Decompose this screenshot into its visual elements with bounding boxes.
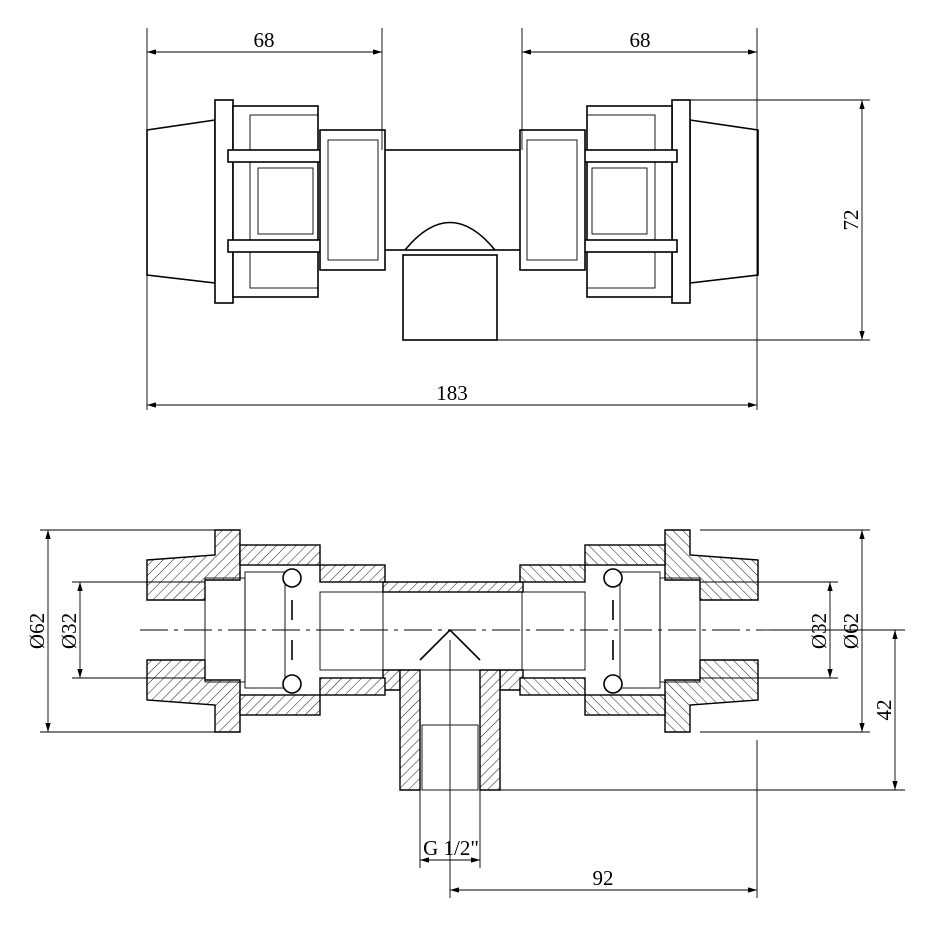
tee-body bbox=[382, 149, 524, 251]
top-view: 68 68 183 72 bbox=[146, 28, 870, 410]
dim-half-length: 92 bbox=[593, 866, 614, 890]
dim-right-outer-diameter: Ø62 bbox=[839, 613, 863, 649]
dim-left-outer-diameter: Ø62 bbox=[25, 613, 49, 649]
right-coupling bbox=[519, 99, 759, 304]
dim-height: 72 bbox=[839, 210, 863, 231]
dim-left-length: 68 bbox=[254, 28, 275, 52]
branch-outlet bbox=[402, 254, 498, 341]
section-view: Ø62 Ø32 Ø32 Ø62 42 G 1/2" 92 bbox=[25, 529, 905, 898]
dim-right-inner-diameter: Ø32 bbox=[807, 613, 831, 649]
dim-left-inner-diameter: Ø32 bbox=[57, 613, 81, 649]
dim-thread: G 1/2" bbox=[423, 836, 479, 860]
branch-wall-left bbox=[399, 669, 421, 791]
dim-right-length: 68 bbox=[630, 28, 651, 52]
branch-saddle bbox=[404, 221, 496, 251]
right-coupling-section bbox=[519, 529, 759, 733]
branch-wall-right bbox=[479, 669, 501, 791]
section-dimension-lines bbox=[40, 529, 905, 898]
dim-total-length: 183 bbox=[436, 381, 468, 405]
pipe-wall-top bbox=[382, 581, 524, 593]
left-coupling bbox=[146, 99, 386, 304]
dim-branch-height: 42 bbox=[872, 700, 896, 721]
left-coupling-section bbox=[146, 529, 386, 733]
dimension-lines bbox=[146, 28, 870, 410]
